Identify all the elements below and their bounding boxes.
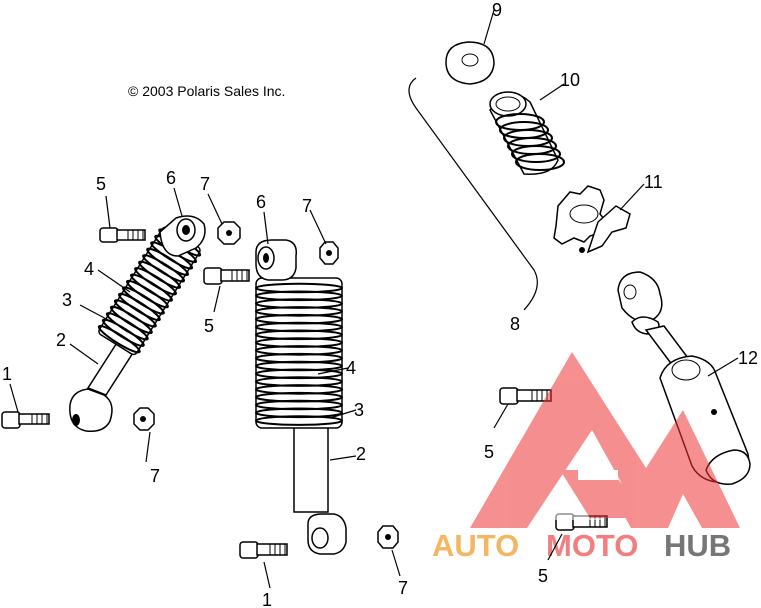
callout-1-center: 1 (262, 590, 272, 608)
callout-2-center: 2 (356, 444, 366, 464)
callout-5-right-upper: 5 (484, 442, 494, 462)
svg-text:HUB: HUB (664, 528, 731, 563)
callout-6-center: 6 (256, 192, 266, 212)
bellows-10 (489, 91, 565, 175)
svg-text:MOTO: MOTO (546, 528, 638, 563)
callout-5-middle: 5 (204, 316, 214, 336)
nut-center-bottom (377, 525, 399, 549)
callout-5-left: 5 (96, 174, 106, 194)
shock-12 (617, 271, 751, 485)
callout-11: 11 (644, 172, 663, 192)
bellows-ring (511, 145, 561, 163)
clip-11 (553, 185, 631, 254)
callout-3-left: 3 (62, 290, 72, 310)
bolt-left-bottom (1, 411, 50, 429)
center-upper-cap (255, 239, 298, 281)
callout-1-left: 1 (2, 364, 12, 384)
left-shock-body (69, 337, 140, 433)
callout-8: 8 (510, 314, 520, 334)
nut-left-top (217, 221, 241, 245)
copyright-text: © 2003 Polaris Sales Inc. (128, 83, 285, 99)
callout-12: 12 (738, 348, 758, 368)
center-lower-eye (307, 513, 347, 555)
center-shock-body (293, 423, 329, 513)
svg-text:AUTO: AUTO (432, 528, 519, 563)
bellows-ring (515, 153, 565, 171)
callout-10: 10 (560, 70, 580, 90)
callout-4-center: 4 (346, 358, 356, 378)
nut-center-top (319, 241, 339, 265)
callout-7-center-top: 7 (302, 196, 312, 216)
callout-7-center-bottom: 7 (398, 578, 408, 598)
left-shock-assembly (1, 215, 250, 433)
callout-7-left-bottom: 7 (150, 466, 160, 486)
leader-lines (9, 9, 739, 589)
washer-9 (445, 41, 495, 85)
callout-5-right-lower: 5 (538, 566, 548, 586)
left-upper-cap (159, 215, 206, 257)
callout-7-left-top: 7 (200, 174, 210, 194)
center-spring (255, 277, 343, 429)
callout-2-left: 2 (56, 330, 66, 350)
callout-6-left: 6 (166, 168, 176, 188)
callout-4-left: 4 (84, 259, 94, 279)
callout-9: 9 (492, 0, 502, 20)
spring-coil (97, 324, 141, 354)
watermark-logo (470, 352, 740, 528)
callout-3-center: 3 (354, 400, 364, 420)
watermark-wordmark: AUTO MOTO HUB (432, 528, 731, 563)
spring-coil (255, 415, 343, 426)
bolt-middle (203, 267, 250, 285)
bolt-left-top (99, 227, 146, 243)
group-8-bracket (408, 77, 538, 311)
nut-left-bottom (133, 407, 155, 431)
center-shock-assembly (239, 239, 399, 559)
right-shock-exploded (408, 41, 751, 531)
bolt-center-bottom (239, 541, 288, 559)
